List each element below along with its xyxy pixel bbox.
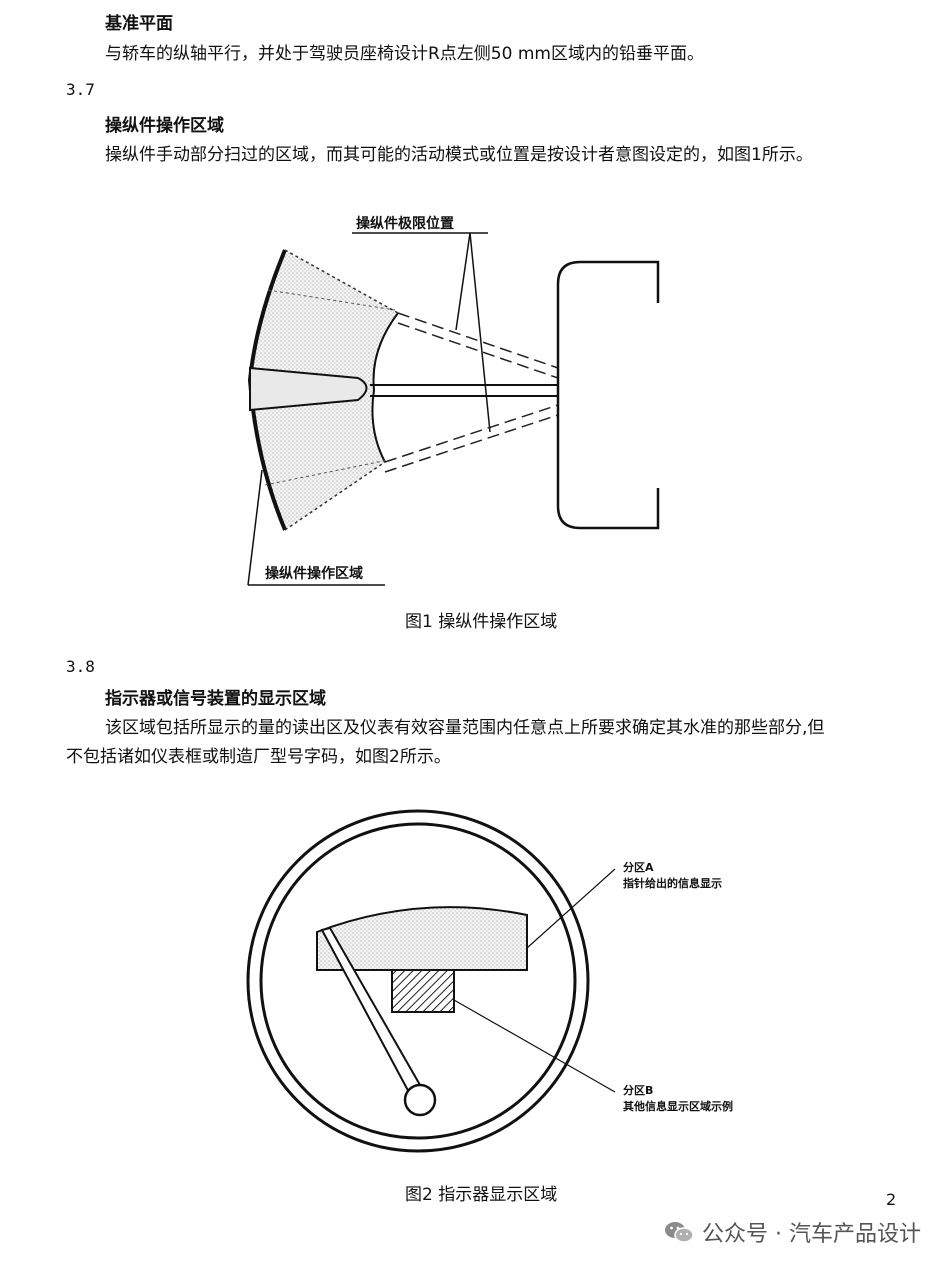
operation-area-leader xyxy=(247,469,385,586)
zone-a-title: 分区A xyxy=(623,861,654,874)
label-operation-area: 操纵件操作区域 xyxy=(265,566,363,582)
section-3-7-title: 操纵件操作区域 xyxy=(105,116,224,136)
section-3-8-body-line2: 不包括诸如仪表框或制造厂型号字码，如图2所示。 xyxy=(66,747,451,767)
label-limit-position: 操纵件极限位置 xyxy=(356,216,454,232)
zone-a-leader xyxy=(526,868,616,949)
zone-a-desc: 指针给出的信息显示 xyxy=(623,877,722,890)
figure1-caption: 图1 操纵件操作区域 xyxy=(405,612,558,632)
ref-plane-body: 与轿车的纵轴平行，并处于驾驶员座椅设计R点左侧50 mm区域内的铅垂平面。 xyxy=(105,44,704,64)
section-3-7-body: 操纵件手动部分扫过的区域，而其可能的活动模式或位置是按设计者意图设定的，如图1所… xyxy=(105,145,813,165)
ref-plane-title: 基准平面 xyxy=(105,14,173,34)
watermark: 公众号 · 汽车产品设计 xyxy=(664,1216,921,1248)
lever-handle xyxy=(249,366,558,412)
zone-b-desc: 其他信息显示区域示例 xyxy=(623,1100,733,1113)
zone-b-leader xyxy=(453,999,616,1093)
zone-b-title: 分区B xyxy=(623,1084,654,1097)
section-number-3-7: 3.7 xyxy=(66,80,95,99)
page-number: 2 xyxy=(886,1190,897,1209)
section-3-8-body-line1: 该区域包括所显示的量的读出区及仪表有效容量范围内任意点上所要求确定其水准的那些部… xyxy=(105,718,825,738)
zone-a-display xyxy=(316,906,528,971)
watermark-text: 公众号 · 汽车产品设计 xyxy=(702,1222,921,1247)
zone-b-display xyxy=(391,969,455,1013)
section-number-3-8: 3.8 xyxy=(66,657,95,676)
limit-position-leaders xyxy=(352,232,491,433)
wechat-icon xyxy=(664,1220,694,1244)
mount-bracket xyxy=(556,260,660,530)
figure2-caption: 图2 指示器显示区域 xyxy=(405,1185,558,1205)
section-3-8-title: 指示器或信号装置的显示区域 xyxy=(105,689,326,709)
gauge-needle xyxy=(320,926,437,1117)
limit-position-lines xyxy=(384,312,559,473)
